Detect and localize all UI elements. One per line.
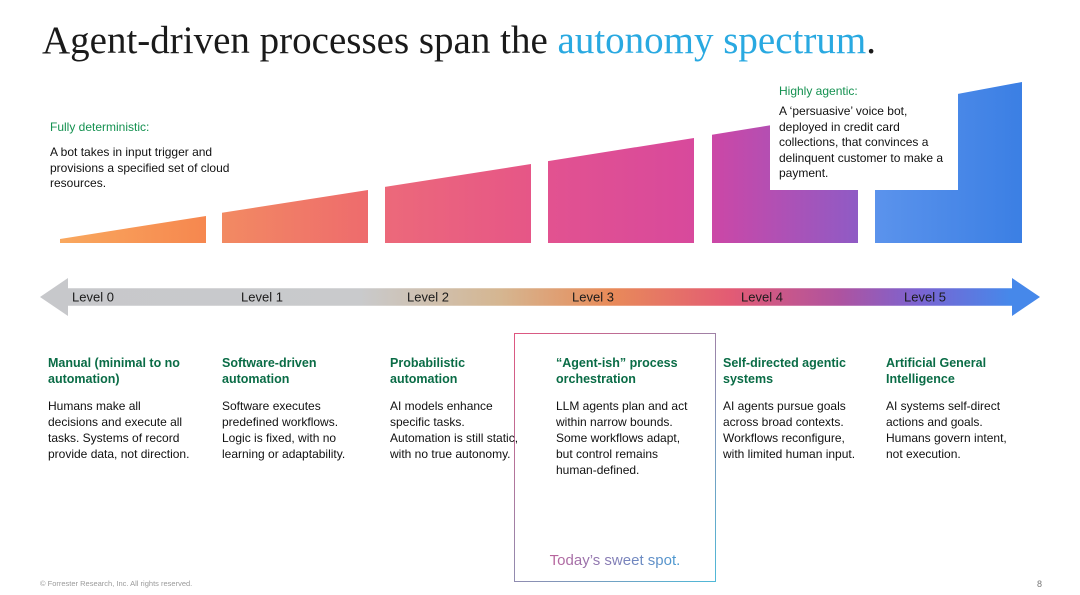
annotation-highly-agentic: Highly agentic: A ‘persuasive’ voice bot… <box>770 78 958 190</box>
column-heading: Probabilistic automation <box>390 356 466 386</box>
column-heading: Self-directed agentic systems <box>723 356 846 386</box>
column-level0-manual: Manual (minimal to no automation) Humans… <box>48 356 194 463</box>
column-level4-self-directed: Self-directed agentic systems AI agents … <box>723 356 861 463</box>
column-body: Software executes predefined workflows. … <box>222 399 346 461</box>
column-heading: Software-driven automation <box>222 356 317 386</box>
annotation-left-text: A bot takes in input trigger and provisi… <box>50 145 230 191</box>
title-prefix: Agent-driven processes span the <box>42 19 558 62</box>
level-0-label: Level 0 <box>72 289 114 305</box>
column-level2-probabilistic: Probabilistic automation AI models enhan… <box>390 356 520 463</box>
level-2-label: Level 2 <box>407 289 449 305</box>
title-highlight: autonomy spectrum <box>557 19 867 62</box>
column-heading: Artificial General Intelligence <box>886 356 987 386</box>
column-body: Humans make all decisions and execute al… <box>48 399 190 461</box>
sweet-spot-highlight-box: Today’s sweet spot. <box>514 333 716 582</box>
level-5-label: Level 5 <box>904 289 946 305</box>
column-level1-software-driven: Software-driven automation Software exec… <box>222 356 362 463</box>
ramp-segment-level0 <box>60 216 206 243</box>
column-body: AI agents pursue goals across broad cont… <box>723 399 856 461</box>
footer-copyright: © Forrester Research, Inc. All rights re… <box>40 579 193 588</box>
ramp-segment-level3 <box>548 138 694 243</box>
footer-page-number: 8 <box>1036 579 1042 589</box>
double-headed-arrow-shape <box>40 278 1040 316</box>
annotation-left-label: Fully deterministic: <box>50 120 150 134</box>
sweet-spot-label: Today’s sweet spot. <box>515 552 715 569</box>
annotation-fully-deterministic: Fully deterministic: A bot takes in inpu… <box>50 120 264 192</box>
column-body: AI systems self-direct actions and goals… <box>886 399 1007 461</box>
level-1-label: Level 1 <box>241 289 283 305</box>
ramp-segment-level2 <box>385 164 531 243</box>
column-heading: Manual (minimal to no automation) <box>48 356 180 386</box>
slide-title: Agent-driven processes span the autonomy… <box>42 18 876 63</box>
column-level3-agent-ish: “Agent-ish” process orchestration LLM ag… <box>556 356 696 478</box>
annotation-right-label: Highly agentic: <box>779 84 858 98</box>
level-4-label: Level 4 <box>741 289 783 305</box>
ramp-segment-level1 <box>222 190 368 243</box>
level-3-label: Level 3 <box>572 289 614 305</box>
autonomy-spectrum-arrow: Level 0 Level 1 Level 2 Level 3 Level 4 … <box>40 278 1040 316</box>
column-level5-agi: Artificial General Intelligence AI syste… <box>886 356 1026 463</box>
column-heading: “Agent-ish” process orchestration <box>556 356 678 386</box>
title-suffix: . <box>866 19 876 62</box>
annotation-right-text: A ‘persuasive’ voice bot, deployed in cr… <box>779 104 944 181</box>
column-body: LLM agents plan and act within narrow bo… <box>556 399 688 477</box>
column-body: AI models enhance specific tasks. Automa… <box>390 399 519 461</box>
